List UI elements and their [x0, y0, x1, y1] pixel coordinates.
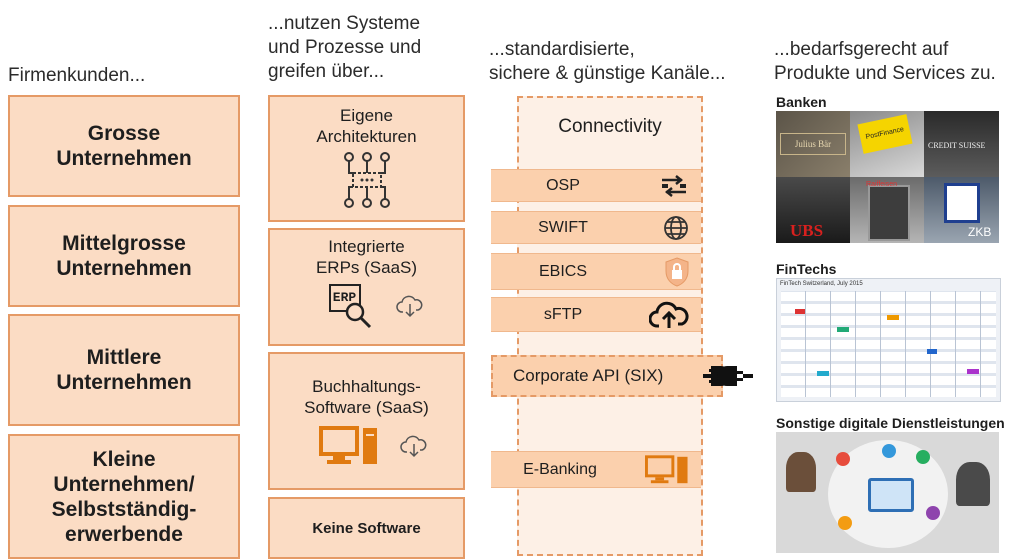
cloud-download-icon — [395, 295, 422, 318]
channel-swift-label: SWIFT — [538, 218, 588, 236]
client-small-label: Kleine Unternehmen/ Selbstständig- erwer… — [51, 447, 197, 546]
header-clients: Firmenkunden... — [8, 65, 146, 86]
magnifier-icon — [345, 302, 371, 329]
bank-tile-zkb: ZKB — [924, 177, 999, 243]
sync-arrows-icon — [662, 174, 686, 197]
digital-services-image — [776, 432, 999, 553]
cloud-download-icon — [399, 435, 426, 458]
client-medium: Mittlere Unternehmen — [8, 314, 240, 426]
computer-icon — [318, 426, 377, 464]
other-services-title: Sonstige digitale Dienstleistungen — [776, 415, 1005, 431]
plug-connector-icon — [703, 366, 753, 386]
system-erp-label: Integrierte ERPs (SaaS) — [315, 237, 418, 277]
client-large-label: Grosse Unternehmen — [56, 122, 192, 170]
channel-osp-label: OSP — [546, 176, 580, 194]
channel-osp: OSP — [491, 169, 701, 202]
bank-name: Raiffeisen — [866, 181, 898, 188]
system-accounting: Buchhaltungs- Software (SaaS) — [268, 352, 465, 490]
fintech-title: FinTechs — [776, 261, 837, 277]
bank-tile-julius-baer: Julius Bär — [776, 111, 850, 177]
globe-network-icon — [664, 215, 688, 240]
bank-tile-raiffeisen: Raiffeisen — [850, 177, 924, 243]
bank-tile-ubs: UBS — [776, 177, 850, 243]
erp-icon-text: ERP — [328, 284, 361, 312]
header-providers: ...bedarfsgerecht auf Produkte und Servi… — [774, 39, 996, 84]
client-mid-large-label: Mittelgrosse Unternehmen — [56, 232, 192, 280]
channel-ebics: EBICS — [491, 253, 701, 290]
computer-icon — [645, 454, 688, 483]
architecture-icon — [343, 152, 390, 208]
system-erp: Integrierte ERPs (SaaS) ERP — [268, 228, 465, 346]
shield-lock-icon — [665, 256, 689, 287]
bank-name: Julius Bär — [780, 133, 846, 155]
client-medium-label: Mittlere Unternehmen — [56, 346, 192, 394]
channel-sftp: sFTP — [491, 297, 701, 332]
bank-name: UBS — [790, 221, 824, 240]
banks-photo-grid: Julius Bär PostFinance CREDIT SUISSE UBS… — [776, 111, 999, 243]
cloud-upload-icon — [649, 301, 689, 328]
bank-tile-credit-suisse: CREDIT SUISSE — [924, 111, 999, 177]
client-large: Grosse Unternehmen — [8, 95, 240, 197]
system-architecture: Eigene Architekturen — [268, 95, 465, 222]
bank-tile-postfinance: PostFinance — [850, 111, 924, 177]
system-accounting-label: Buchhaltungs- Software (SaaS) — [304, 377, 429, 417]
channel-swift: SWIFT — [491, 211, 701, 244]
banks-title: Banken — [776, 94, 827, 110]
client-mid-large: Mittelgrosse Unternehmen — [8, 205, 240, 307]
channel-ebanking-label: E-Banking — [523, 460, 597, 478]
bank-name: CREDIT SUISSE — [928, 141, 986, 150]
bank-name: ZKB — [968, 225, 992, 239]
header-channels: ...standardisierte, sichere & günstige K… — [489, 39, 726, 84]
system-none-label: Keine Software — [312, 519, 421, 537]
channel-corporate-api: Corporate API (SIX) — [491, 355, 723, 397]
bank-name: PostFinance — [857, 114, 913, 154]
channel-ebanking: E-Banking — [491, 451, 701, 488]
client-small: Kleine Unternehmen/ Selbstständig- erwer… — [8, 434, 240, 559]
channel-sftp-label: sFTP — [543, 305, 583, 323]
channel-api-label: Corporate API (SIX) — [513, 366, 664, 385]
system-none: Keine Software — [268, 497, 465, 559]
fintech-landscape-image: FinTech Switzerland, July 2015 — [776, 278, 1001, 402]
system-architecture-label: Eigene Architekturen — [316, 106, 417, 146]
header-systems: ...nutzen Systeme und Prozesse und greif… — [268, 13, 422, 82]
erp-icon: ERP — [328, 284, 373, 329]
channel-ebics-label: EBICS — [538, 262, 587, 280]
fintech-caption: FinTech Switzerland, July 2015 — [780, 281, 863, 287]
connectivity-title: Connectivity — [558, 116, 662, 137]
